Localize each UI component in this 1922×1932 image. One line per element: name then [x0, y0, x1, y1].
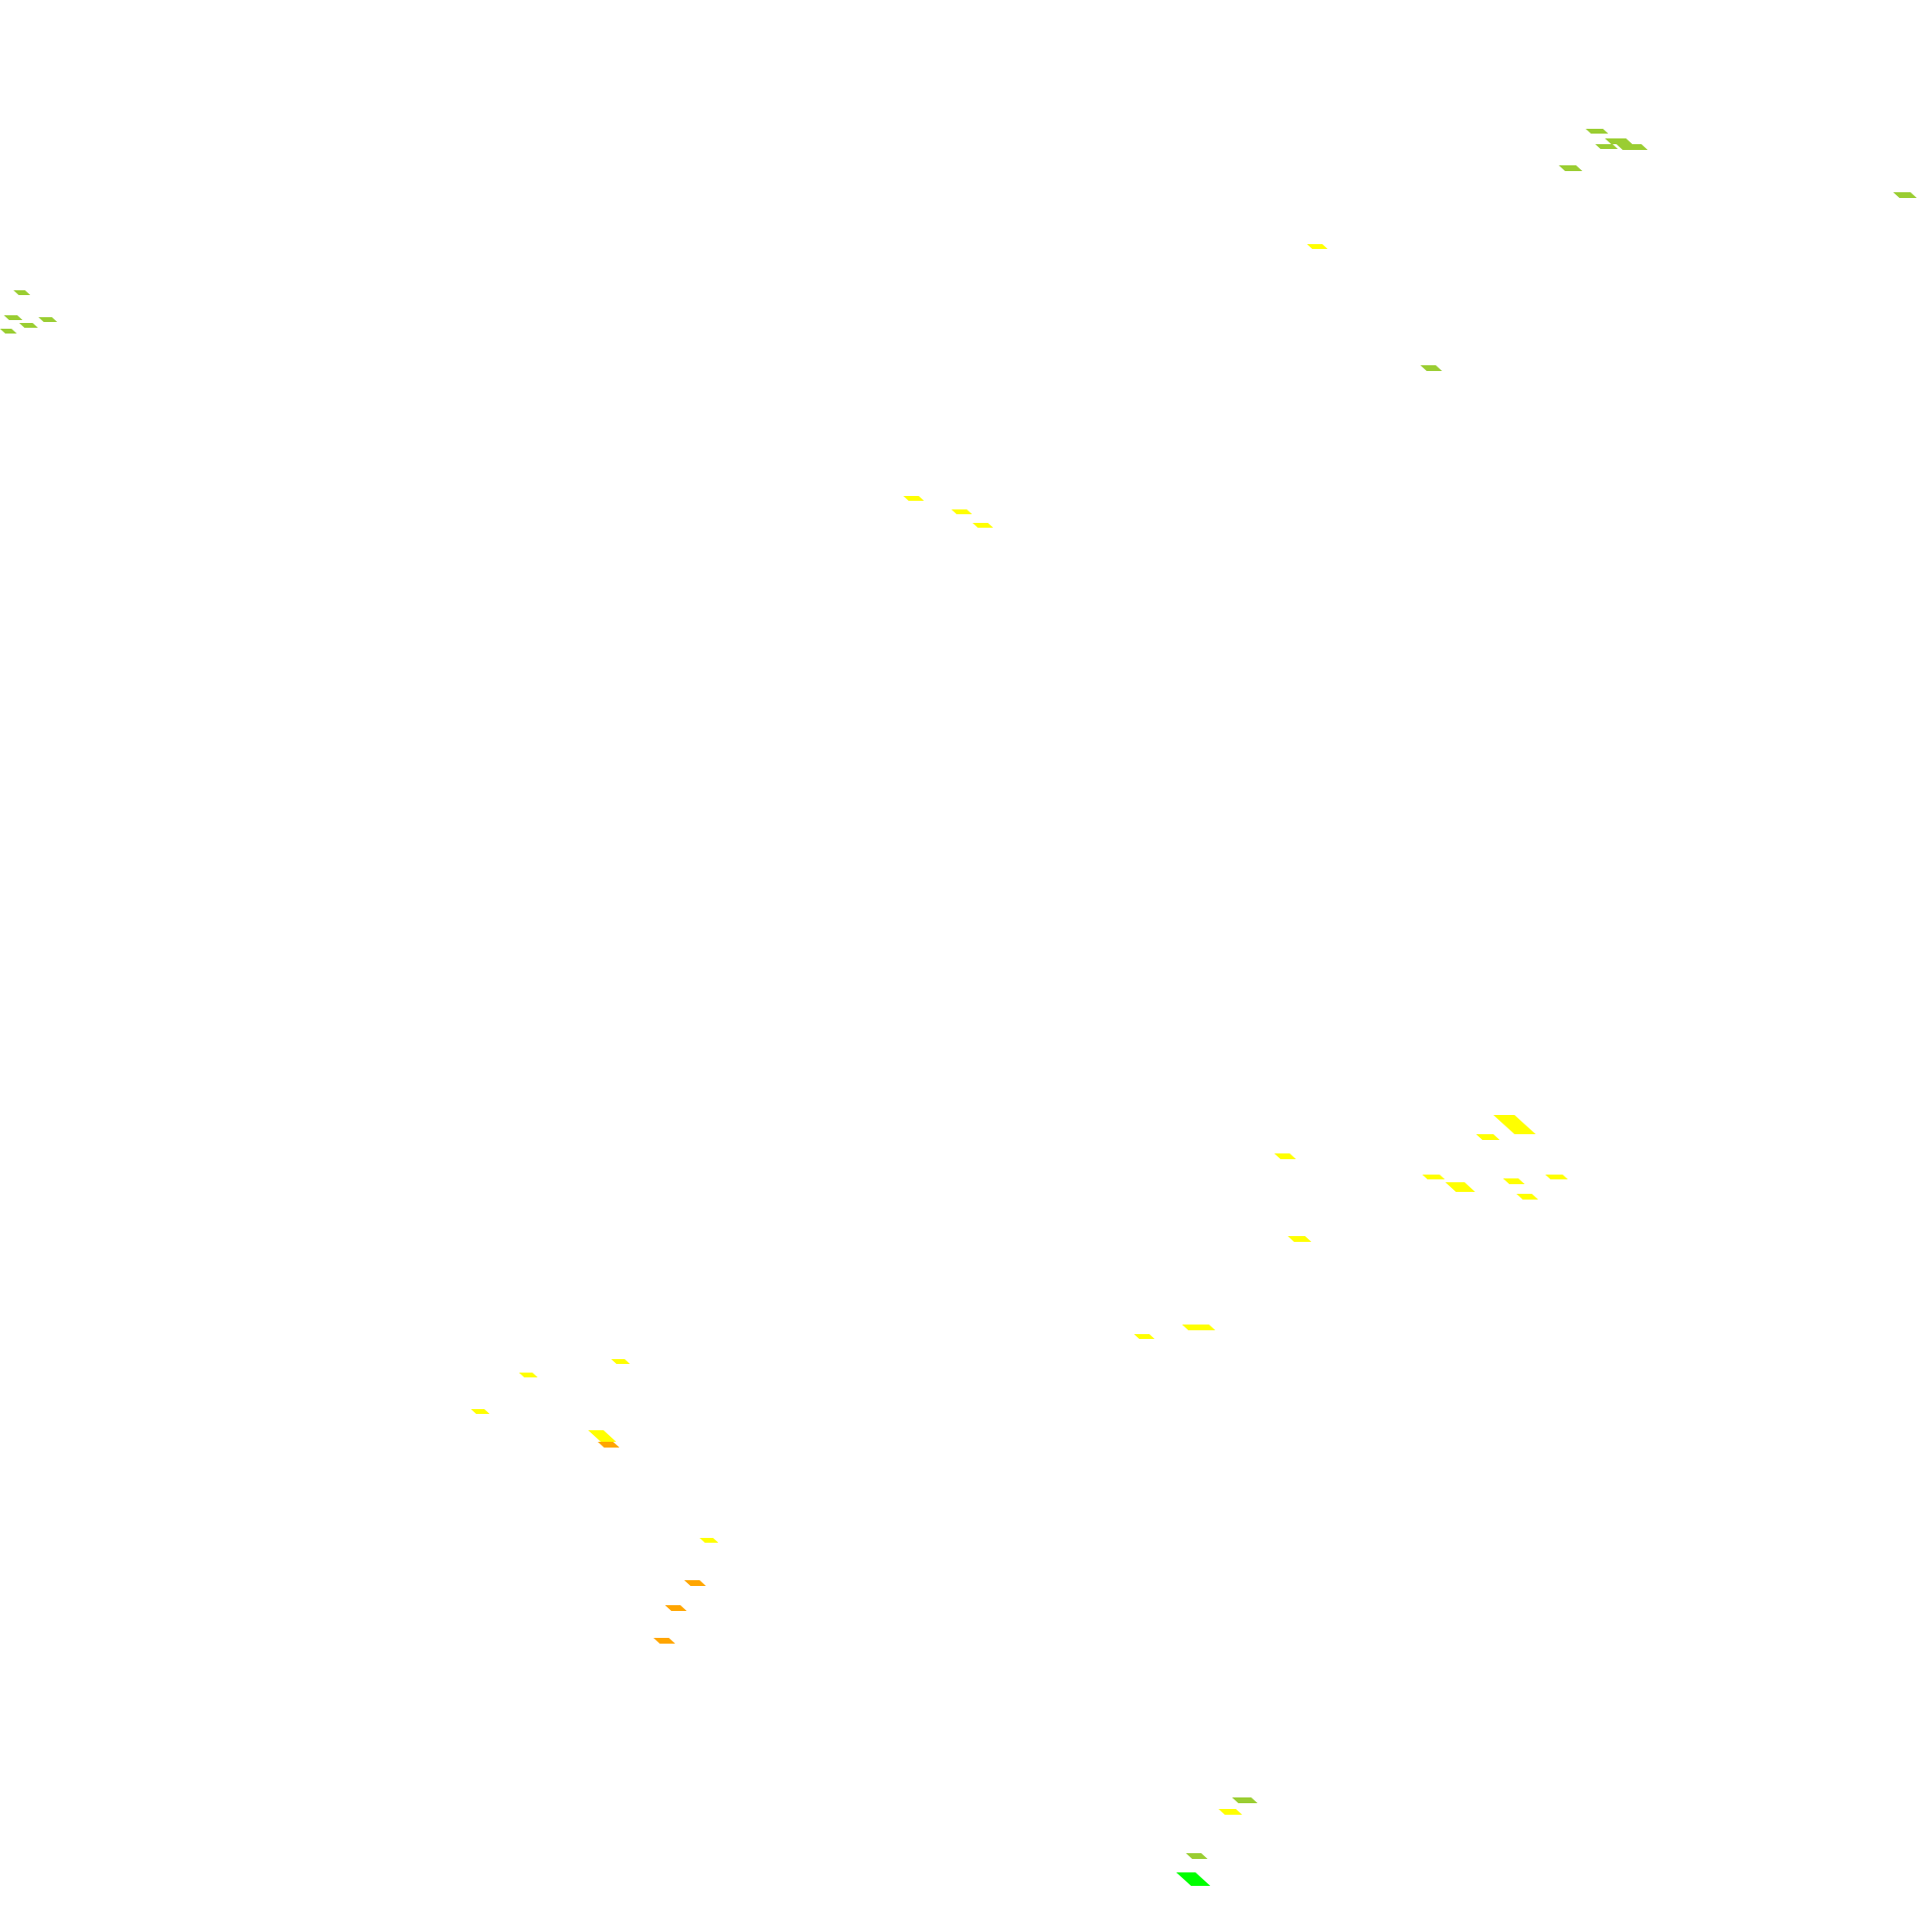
- map-tile[interactable]: [13, 290, 31, 295]
- center-left-cluster: [903, 496, 994, 528]
- left-lower-cluster: [471, 1359, 630, 1448]
- top-right-cluster: [1559, 129, 1648, 171]
- map-tile[interactable]: [1626, 144, 1645, 149]
- map-tile[interactable]: [588, 1430, 617, 1442]
- map-tile[interactable]: [1307, 244, 1328, 249]
- tile-layer: [0, 129, 1917, 1886]
- map-tile[interactable]: [1232, 1797, 1258, 1803]
- map-tile[interactable]: [1893, 192, 1917, 198]
- map-tile[interactable]: [1422, 1175, 1445, 1179]
- map-tile[interactable]: [0, 329, 17, 334]
- map-tile[interactable]: [700, 1538, 719, 1543]
- map-tile[interactable]: [951, 509, 973, 514]
- map-tile[interactable]: [1186, 1853, 1208, 1859]
- map-tile[interactable]: [1420, 365, 1442, 371]
- map-tile[interactable]: [653, 1638, 676, 1644]
- map-tile[interactable]: [38, 317, 58, 322]
- right-mid-cluster: [1134, 1115, 1568, 1339]
- map-tile[interactable]: [598, 1442, 620, 1448]
- map-tile[interactable]: [519, 1373, 538, 1377]
- upper-center-tiles: [1307, 244, 1442, 371]
- map-tile[interactable]: [973, 523, 994, 528]
- map-tile[interactable]: [1516, 1194, 1539, 1200]
- map-tile[interactable]: [903, 496, 924, 501]
- map-tile[interactable]: [1559, 165, 1583, 171]
- map-tile[interactable]: [1288, 1236, 1312, 1242]
- map-tile[interactable]: [4, 315, 23, 320]
- map-tile[interactable]: [1503, 1178, 1525, 1184]
- map-tile[interactable]: [1595, 144, 1618, 149]
- far-right-tile: [1893, 192, 1917, 198]
- map-tile[interactable]: [1274, 1153, 1296, 1159]
- map-tile[interactable]: [1605, 138, 1633, 144]
- map-tile[interactable]: [611, 1359, 630, 1364]
- map-tile[interactable]: [1476, 1134, 1500, 1140]
- map-tile[interactable]: [684, 1580, 706, 1586]
- map-tile[interactable]: [1182, 1325, 1216, 1330]
- map-tile[interactable]: [19, 323, 38, 328]
- map-tile[interactable]: [471, 1409, 490, 1414]
- lower-orange-cluster: [653, 1538, 719, 1644]
- map-tile[interactable]: [1134, 1334, 1155, 1339]
- top-left-edge-cluster: [0, 290, 58, 334]
- map-tile[interactable]: [665, 1605, 687, 1611]
- map-tile[interactable]: [1545, 1175, 1568, 1179]
- map-tile[interactable]: [1445, 1182, 1475, 1192]
- map-tile[interactable]: [1586, 129, 1609, 134]
- bottom-cluster: [1176, 1797, 1258, 1886]
- map-tile[interactable]: [1219, 1809, 1243, 1815]
- map-tile[interactable]: [1176, 1872, 1211, 1886]
- map-tile[interactable]: [1493, 1115, 1536, 1134]
